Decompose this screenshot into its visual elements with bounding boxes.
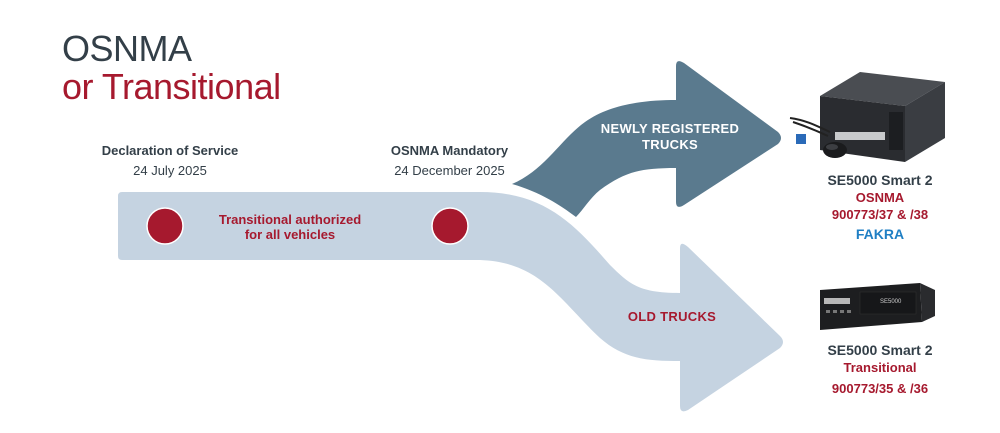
milestone-title: OSNMA Mandatory <box>390 143 509 158</box>
milestone-declaration: Declaration of Service 24 July 2025 <box>90 143 250 178</box>
product-part-numbers: 900773/37 & /38 <box>831 207 929 222</box>
product-connector: FAKRA <box>855 226 905 242</box>
product-transitional: SE5000 Smart 2 Transitional 900773/35 & … <box>800 342 960 397</box>
band-text-line2: for all vehicles <box>244 227 336 242</box>
milestone-dot-declaration <box>146 207 184 245</box>
newly-registered-flow-arrow <box>512 61 781 218</box>
title-line-osnma: OSNMA <box>62 28 192 69</box>
milestone-date: 24 July 2025 <box>133 163 207 178</box>
old-trucks-flow-arrow <box>118 192 783 412</box>
band-text-line1: Transitional authorized <box>218 212 362 227</box>
product-osnma: SE5000 Smart 2 OSNMA 900773/37 & /38 FAK… <box>800 172 960 243</box>
milestone-title: Declaration of Service <box>101 143 239 158</box>
product-name: SE5000 Smart 2 <box>827 172 933 188</box>
transitional-authorized-text: Transitional authorized for all vehicles <box>200 212 380 242</box>
product-variant: OSNMA <box>855 190 905 205</box>
milestone-date: 24 December 2025 <box>394 163 505 178</box>
old-trucks-label: OLD TRUCKS <box>627 309 717 324</box>
arrow-label-line2: TRUCKS <box>642 137 698 152</box>
product-variant: Transitional <box>843 360 917 375</box>
transitional-tachograph-image: SE5000 <box>820 283 935 330</box>
osnma-tachograph-image <box>789 72 945 162</box>
svg-text:SE5000: SE5000 <box>880 299 902 305</box>
newly-registered-trucks-label: NEWLY REGISTERED TRUCKS <box>590 121 750 153</box>
arrow-label-line1: NEWLY REGISTERED <box>600 121 740 136</box>
product-part-numbers: 900773/35 & /36 <box>831 381 929 396</box>
product-name: SE5000 Smart 2 <box>827 342 933 358</box>
milestone-dot-osnma-mandatory <box>431 207 469 245</box>
title-line-transitional: or Transitional <box>62 66 281 107</box>
milestone-osnma-mandatory: OSNMA Mandatory 24 December 2025 <box>382 143 517 178</box>
